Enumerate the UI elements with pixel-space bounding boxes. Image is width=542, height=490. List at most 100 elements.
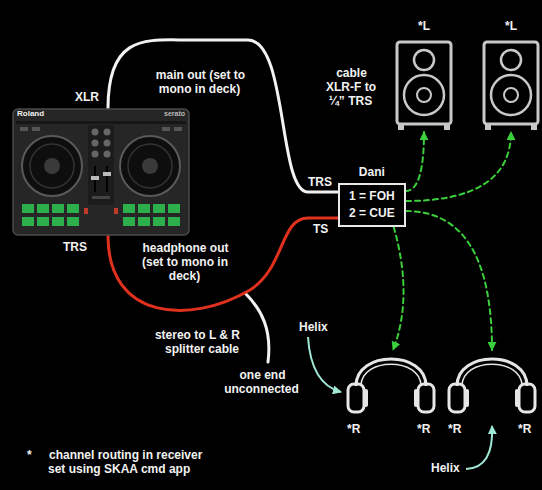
headphones-drawing-part (414, 389, 418, 407)
headphones-drawing-part (519, 384, 535, 412)
dj-controller-drawing-part (22, 217, 34, 226)
headphones-drawing-part (457, 359, 527, 386)
dj-controller-drawing-part (88, 125, 114, 205)
device-name-text: Helix (430, 461, 461, 475)
dj-controller-drawing-part (120, 136, 180, 196)
cable-note-text: one end unconnected (224, 368, 300, 396)
dj-controller-drawing-part (123, 204, 135, 213)
speaker-drawing-part (504, 88, 518, 102)
dj-controller-drawing-part (16, 121, 186, 124)
edge-label: headphone out (set to mono in deck) (135, 241, 235, 283)
speaker-drawing (395, 40, 453, 132)
channel-mark: *R (518, 422, 531, 436)
leader-arrow (308, 337, 341, 392)
headphones-drawing-part (465, 389, 469, 407)
receiver-box: Dani1 = FOH2 = CUE (338, 183, 406, 227)
box-heading: Dani (340, 165, 404, 179)
dj-controller-drawing-part (37, 204, 49, 213)
dj-controller-drawing-part (138, 204, 150, 213)
speaker-drawing-part (491, 75, 531, 115)
dj-controller-drawing-part (153, 217, 165, 226)
headphones-drawing-part (348, 384, 364, 412)
dj-controller-drawing-part (104, 151, 111, 158)
speaker-drawing-part (531, 125, 537, 130)
headphones-drawing-part (462, 364, 522, 386)
channel-mark: *L (482, 19, 540, 33)
dj-controller-drawing-part (153, 204, 165, 213)
port-name: TRS (62, 240, 88, 254)
headphones-drawing-part (361, 364, 421, 386)
dj-controller-drawing-part (92, 151, 99, 158)
dj-controller-drawing-part (91, 176, 99, 180)
channel-mark: *L (395, 19, 453, 33)
speaker-drawing-part (398, 125, 404, 130)
device-name: Helix (430, 461, 461, 475)
dj-controller-drawing-part (104, 129, 111, 136)
channel-mark: *R (417, 422, 430, 436)
port-name-text: TS (312, 222, 329, 236)
port-name-text: TRS (307, 175, 333, 189)
speaker-drawing-part (417, 88, 431, 102)
footnote-mark: * (26, 448, 33, 462)
dj-controller-drawing-part (32, 127, 40, 131)
splitter-cable (245, 293, 269, 362)
speaker-drawing-part (501, 50, 521, 70)
device-name-text: Helix (298, 320, 329, 334)
dj-controller-drawing-part (13, 109, 189, 235)
port-name: TRS (307, 175, 333, 189)
speaker-drawing-part (414, 50, 434, 70)
dj-controller-drawing-part (44, 158, 60, 174)
dj-controller-drawing-part (114, 208, 118, 214)
speaker-drawing-part (484, 42, 538, 124)
edge-label-text: main out (set to mono in deck) (155, 68, 245, 96)
speaker-drawing-part (397, 42, 451, 124)
dj-controller-drawing-part (22, 204, 34, 213)
footnote-mark-text: * (26, 448, 33, 462)
dj-controller-drawing-part (103, 172, 111, 176)
dj-controller-drawing-part (162, 127, 170, 131)
headphones-drawing-part (356, 359, 426, 386)
headphones-drawing-part (449, 384, 465, 412)
leader-arrow (466, 426, 492, 469)
speaker-drawing-part (444, 125, 450, 130)
cable-note: stereo to L & R splitter cable (140, 328, 240, 356)
channel-mark: *R (347, 422, 360, 436)
dj-controller-drawing-part (92, 196, 110, 199)
speaker-drawing-part (485, 125, 491, 130)
dj-controller-drawing-part (37, 217, 49, 226)
cable-note-text: cable XLR-F to ¼” TRS (326, 66, 376, 108)
dj-controller-drawing-part (174, 127, 182, 131)
dj-controller-drawing-part (123, 217, 135, 226)
dj-controller-drawing-part (104, 140, 111, 147)
wireless-link (406, 211, 492, 350)
wireless-link (406, 132, 424, 191)
dj-controller-drawing-part (52, 217, 64, 226)
headphones-drawing (444, 350, 540, 416)
dj-controller-drawing-part (52, 204, 64, 213)
port-name-text: XLR (74, 90, 100, 104)
dj-controller: Rolandserato (12, 108, 190, 236)
box-text: 1 = FOH (349, 188, 395, 205)
speaker: *L (482, 40, 540, 132)
channel-mark: *R (448, 422, 461, 436)
device-name: Helix (298, 320, 329, 334)
speaker: *L (395, 40, 453, 132)
port-name: XLR (74, 90, 100, 104)
dj-controller-drawing-part (168, 204, 180, 213)
box-text: 2 = CUE (349, 205, 395, 222)
dj-controller-drawing-part (92, 140, 99, 147)
footnote: channel routing in receiver set using SK… (48, 448, 213, 476)
dj-controller-drawing-part (138, 217, 150, 226)
dj-controller-drawing-part (84, 208, 88, 214)
dj-controller-drawing-part (128, 144, 172, 188)
dj-controller-drawing-part (142, 158, 158, 174)
wireless-link (393, 227, 404, 350)
brand-logo: Roland (17, 108, 44, 120)
dj-controller-drawing-part (22, 136, 82, 196)
dj-controller-drawing-part (92, 129, 99, 136)
dj-controller-drawing-part (168, 217, 180, 226)
dj-controller-drawing-part (67, 217, 79, 226)
port-name: TS (312, 222, 329, 236)
speaker-drawing-part (404, 75, 444, 115)
